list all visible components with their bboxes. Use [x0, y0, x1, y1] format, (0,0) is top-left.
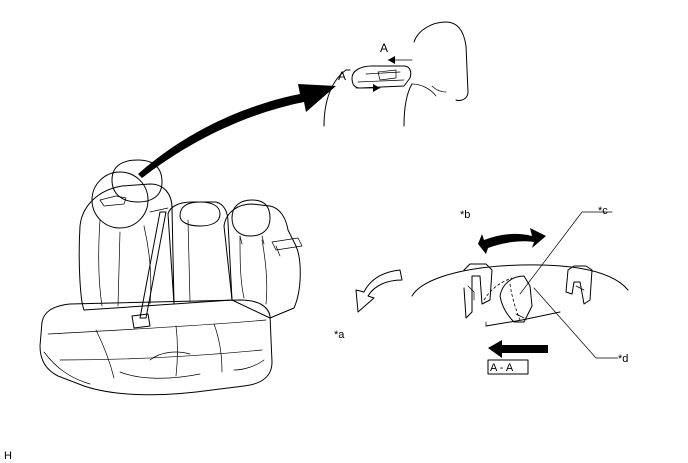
headrest-right [231, 199, 271, 237]
section-label-box [487, 359, 529, 375]
callout-b: *b [460, 209, 470, 221]
section-view [355, 211, 629, 375]
view-direction-arrow [488, 340, 548, 358]
hook-right [565, 265, 593, 305]
section-label-top: A [380, 41, 388, 55]
callout-c: *c [598, 205, 608, 217]
seat-belt [139, 211, 167, 319]
rotation-arrow [478, 228, 546, 254]
section-view-label: A - A [490, 362, 514, 374]
callout-d: *d [618, 353, 628, 365]
seatback-left [78, 183, 175, 311]
zoom-arrow [138, 84, 336, 178]
latch-part [351, 65, 412, 89]
seatback-right [223, 203, 301, 319]
enlarged-headrest-view [323, 21, 469, 127]
headrest-middle [179, 201, 221, 227]
callout-a: *a [334, 329, 345, 341]
seatback-middle [167, 201, 233, 305]
direction-arrow [355, 269, 403, 313]
rear-seat-assembly [39, 159, 303, 396]
hook-left [463, 263, 493, 319]
corner-code: H [4, 450, 12, 462]
section-label-left: A [338, 69, 346, 83]
seat-cushion [39, 299, 273, 396]
release-clip [499, 275, 533, 323]
callout-circle [91, 171, 149, 229]
